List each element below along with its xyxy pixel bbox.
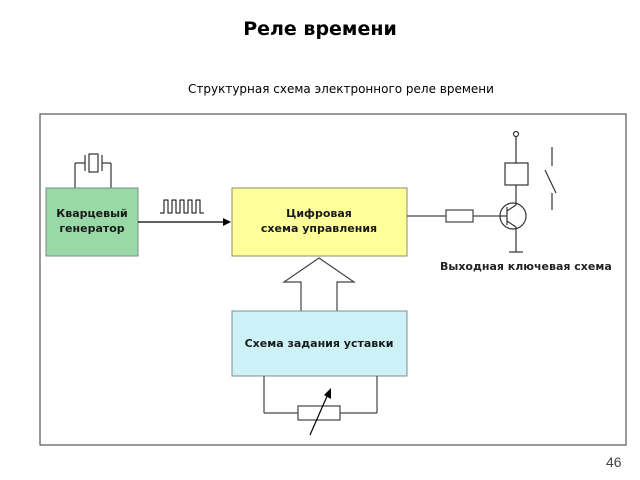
digital-control-label-1: Цифровая bbox=[286, 207, 352, 220]
diagram-subtitle: Структурная схема электронного реле врем… bbox=[188, 82, 494, 96]
quartz-generator-label-2: генератор bbox=[59, 222, 124, 235]
transistor-icon bbox=[499, 185, 527, 253]
relay-coil-icon bbox=[504, 130, 529, 186]
diagram-frame bbox=[39, 113, 627, 446]
setpoint-block: Схема задания уставки bbox=[231, 310, 408, 377]
page-number: 46 bbox=[606, 454, 622, 470]
pulse-train-icon bbox=[160, 199, 204, 214]
quartz-crystal-icon bbox=[74, 153, 112, 188]
quartz-generator-label-1: Кварцевый bbox=[56, 207, 127, 220]
slide-title: Реле времени bbox=[243, 18, 397, 40]
digital-control-label-2: схема управления bbox=[261, 222, 377, 235]
digital-control-block: Цифровая схема управления bbox=[231, 187, 408, 257]
setpoint-hollow-arrow bbox=[282, 257, 356, 311]
output-wiring bbox=[407, 209, 500, 223]
relay-contact-icon bbox=[544, 147, 557, 210]
output-stage-label: Выходная ключевая схема bbox=[440, 260, 612, 273]
variable-resistor-icon bbox=[263, 376, 378, 436]
quartz-generator-block: Кварцевый генератор bbox=[45, 187, 139, 257]
setpoint-label: Схема задания уставки bbox=[245, 337, 394, 350]
